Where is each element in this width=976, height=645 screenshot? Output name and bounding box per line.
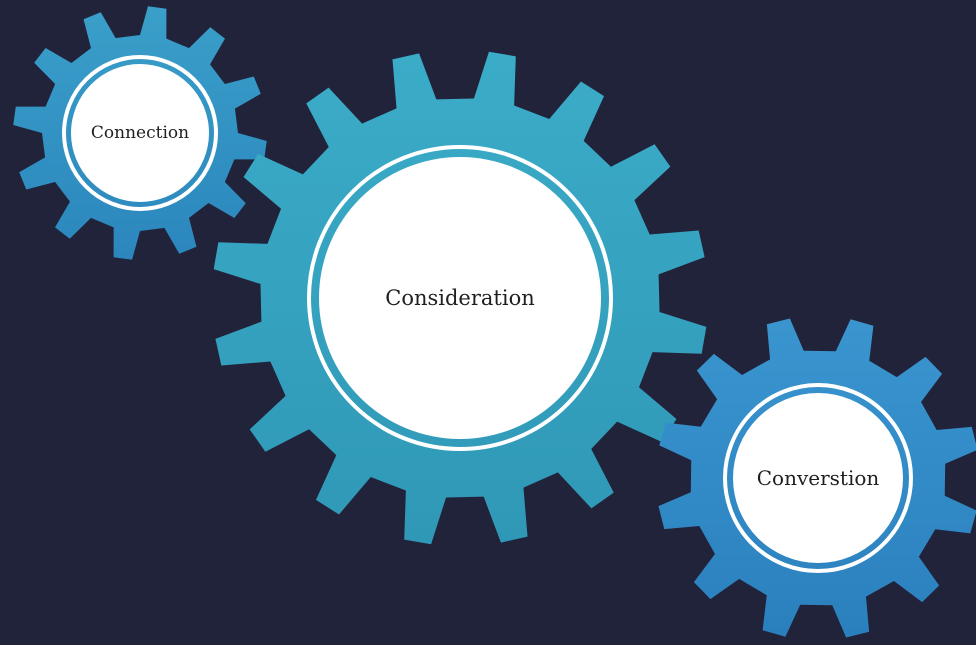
gear-consideration-center bbox=[319, 157, 601, 439]
gear-connection: Connection bbox=[13, 6, 267, 260]
gear-consideration-ring bbox=[307, 145, 613, 451]
gear-consideration-label: Consideration bbox=[385, 286, 534, 310]
gear-conversion-label: Converstion bbox=[757, 466, 880, 490]
gear-connection-label: Connection bbox=[91, 123, 189, 143]
gear-conversion: Converstion bbox=[658, 318, 976, 638]
gear-consideration: Consideration bbox=[213, 51, 707, 545]
gear-conversion-ring bbox=[723, 383, 913, 573]
gear-connection-ring bbox=[62, 55, 218, 211]
gear-conversion-center bbox=[733, 393, 903, 563]
gear-connection-center bbox=[71, 64, 209, 202]
